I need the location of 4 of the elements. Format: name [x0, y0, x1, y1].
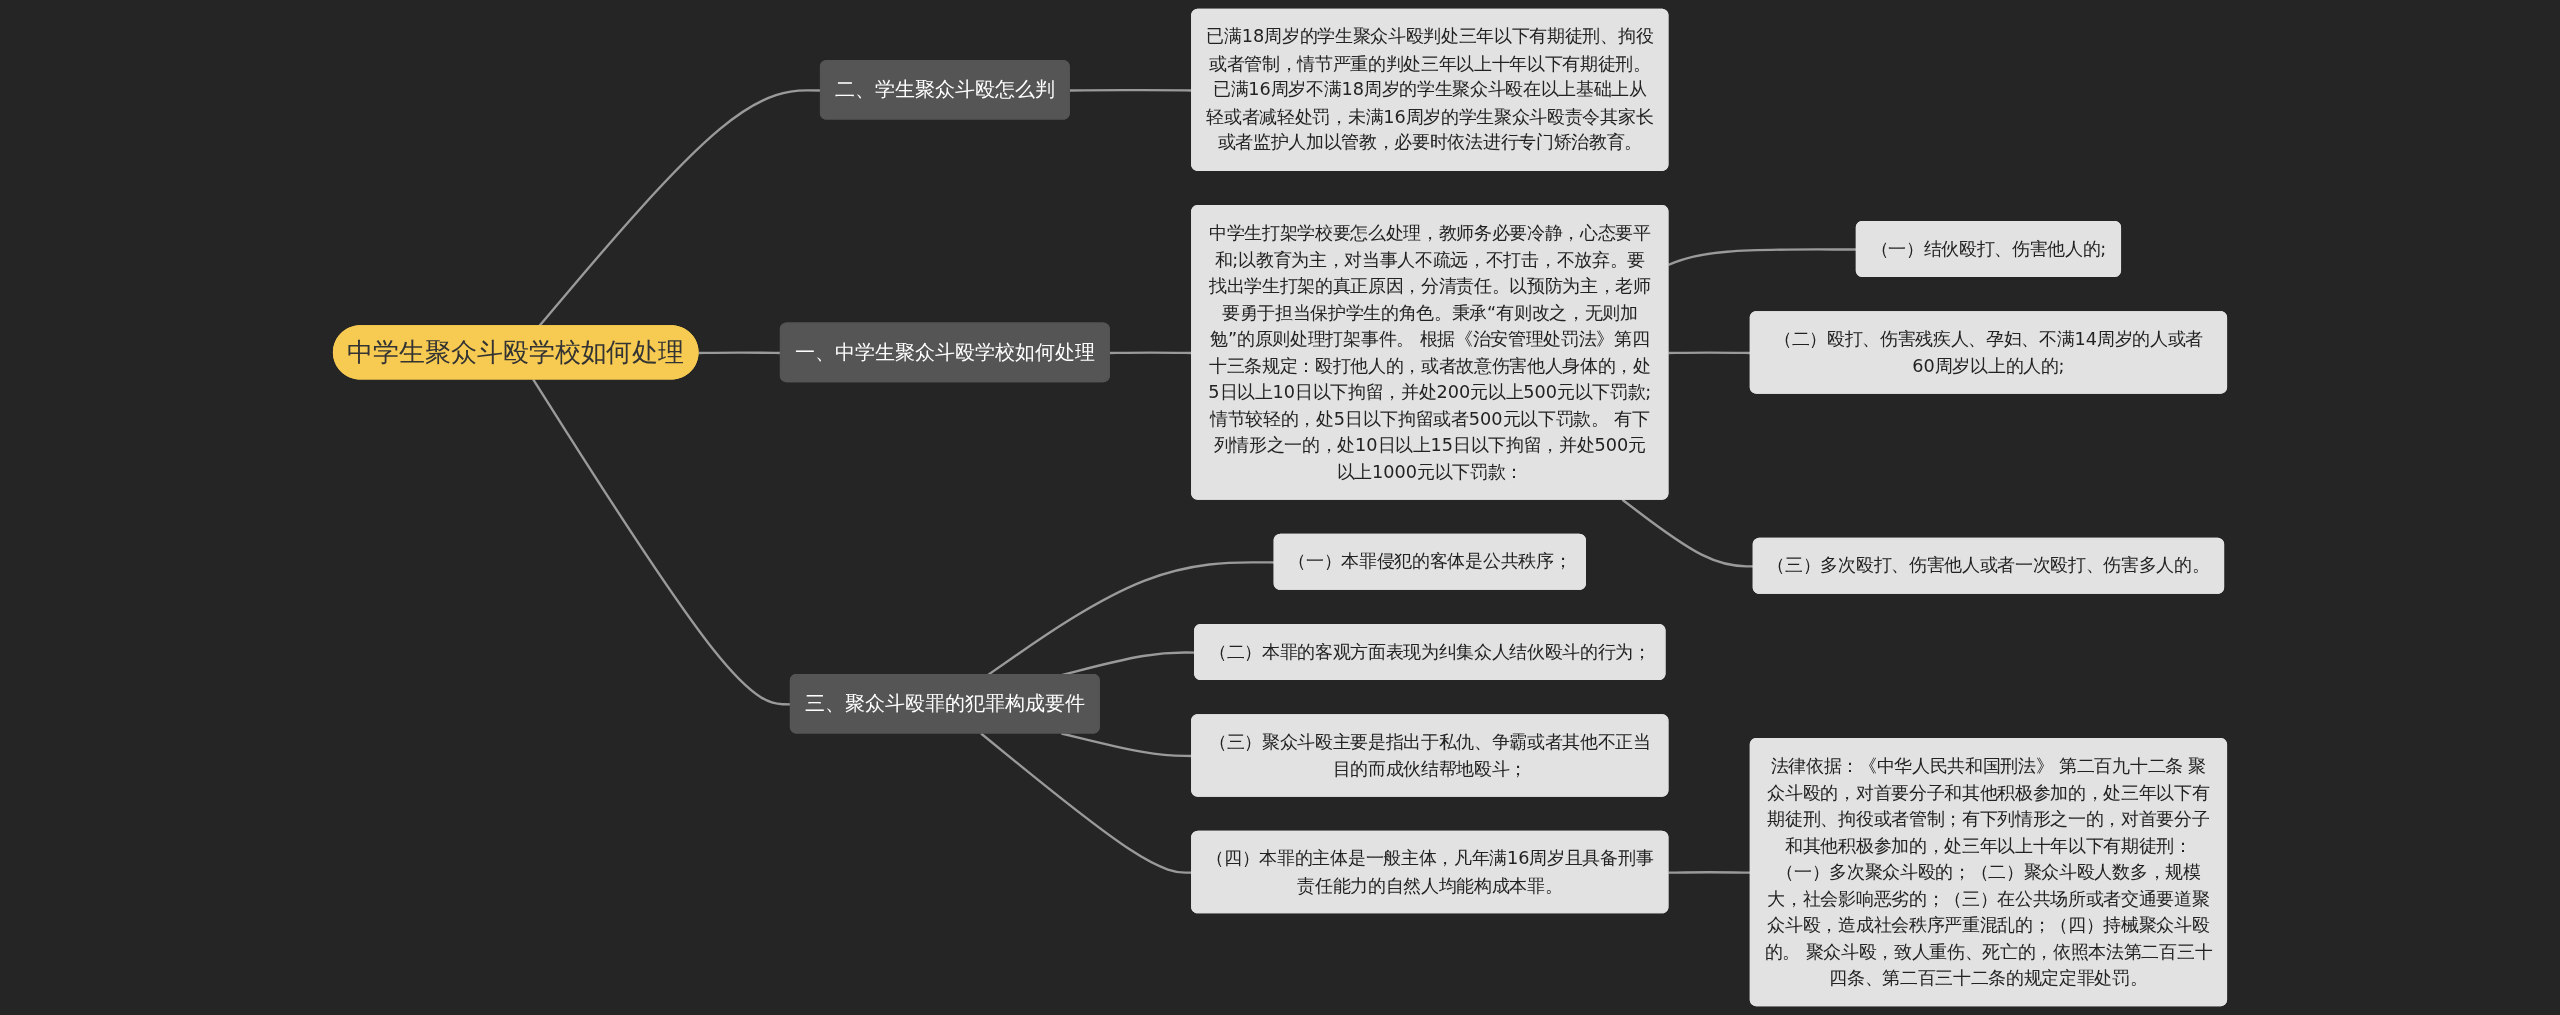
connector: [1668, 248, 1857, 266]
connector: [1621, 498, 1754, 568]
connector: [1668, 871, 1751, 874]
connector: [1668, 351, 1751, 355]
